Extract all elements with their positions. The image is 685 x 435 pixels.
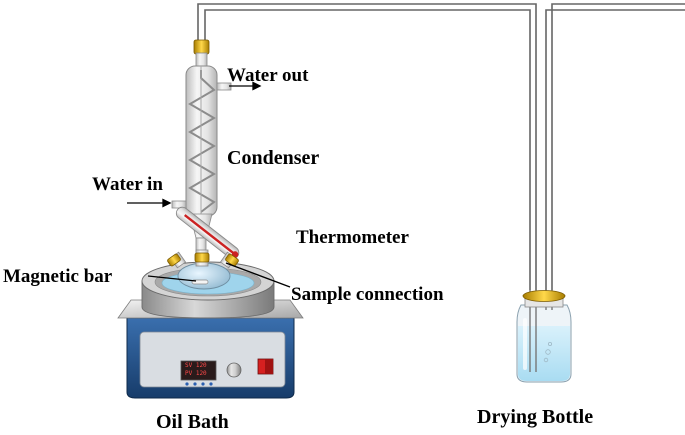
heater-display <box>180 360 217 381</box>
water-out-arrowhead <box>252 81 262 91</box>
center-joint-clip <box>194 252 210 263</box>
label-thermometer: Thermometer <box>296 227 409 248</box>
label-drying-bottle: Drying Bottle <box>477 406 594 428</box>
label-oil-bath: Oil Bath <box>156 411 229 433</box>
sample-joint-clip <box>167 253 181 267</box>
heater-front-panel <box>139 331 286 388</box>
annotation-lines <box>127 81 291 288</box>
gas-tubing <box>197 3 685 290</box>
label-condenser: Condenser <box>227 147 320 169</box>
heater-knob <box>226 362 242 378</box>
water-in-arrowhead <box>162 198 172 208</box>
heater-display-sv: SV 120 <box>185 362 207 369</box>
thermometer-joint-clip <box>225 253 239 267</box>
drying-bottle-cap <box>522 290 566 302</box>
label-water-out: Water out <box>227 65 309 86</box>
label-magnetic-bar: Magnetic bar <box>3 266 113 287</box>
reaction-flask <box>167 249 239 290</box>
condenser-stopper <box>193 39 210 55</box>
thermometer <box>175 206 240 260</box>
drying-bottle-liquid <box>518 326 570 381</box>
magnetic-bar-leader <box>147 275 197 282</box>
condenser-coil <box>188 70 216 213</box>
drying-bottle <box>516 290 572 383</box>
sample-connection-leader <box>225 262 291 288</box>
heater-display-pv: PV 120 <box>185 370 207 377</box>
label-water-in: Water in <box>92 174 163 195</box>
label-sample-connection: Sample connection <box>291 284 444 305</box>
